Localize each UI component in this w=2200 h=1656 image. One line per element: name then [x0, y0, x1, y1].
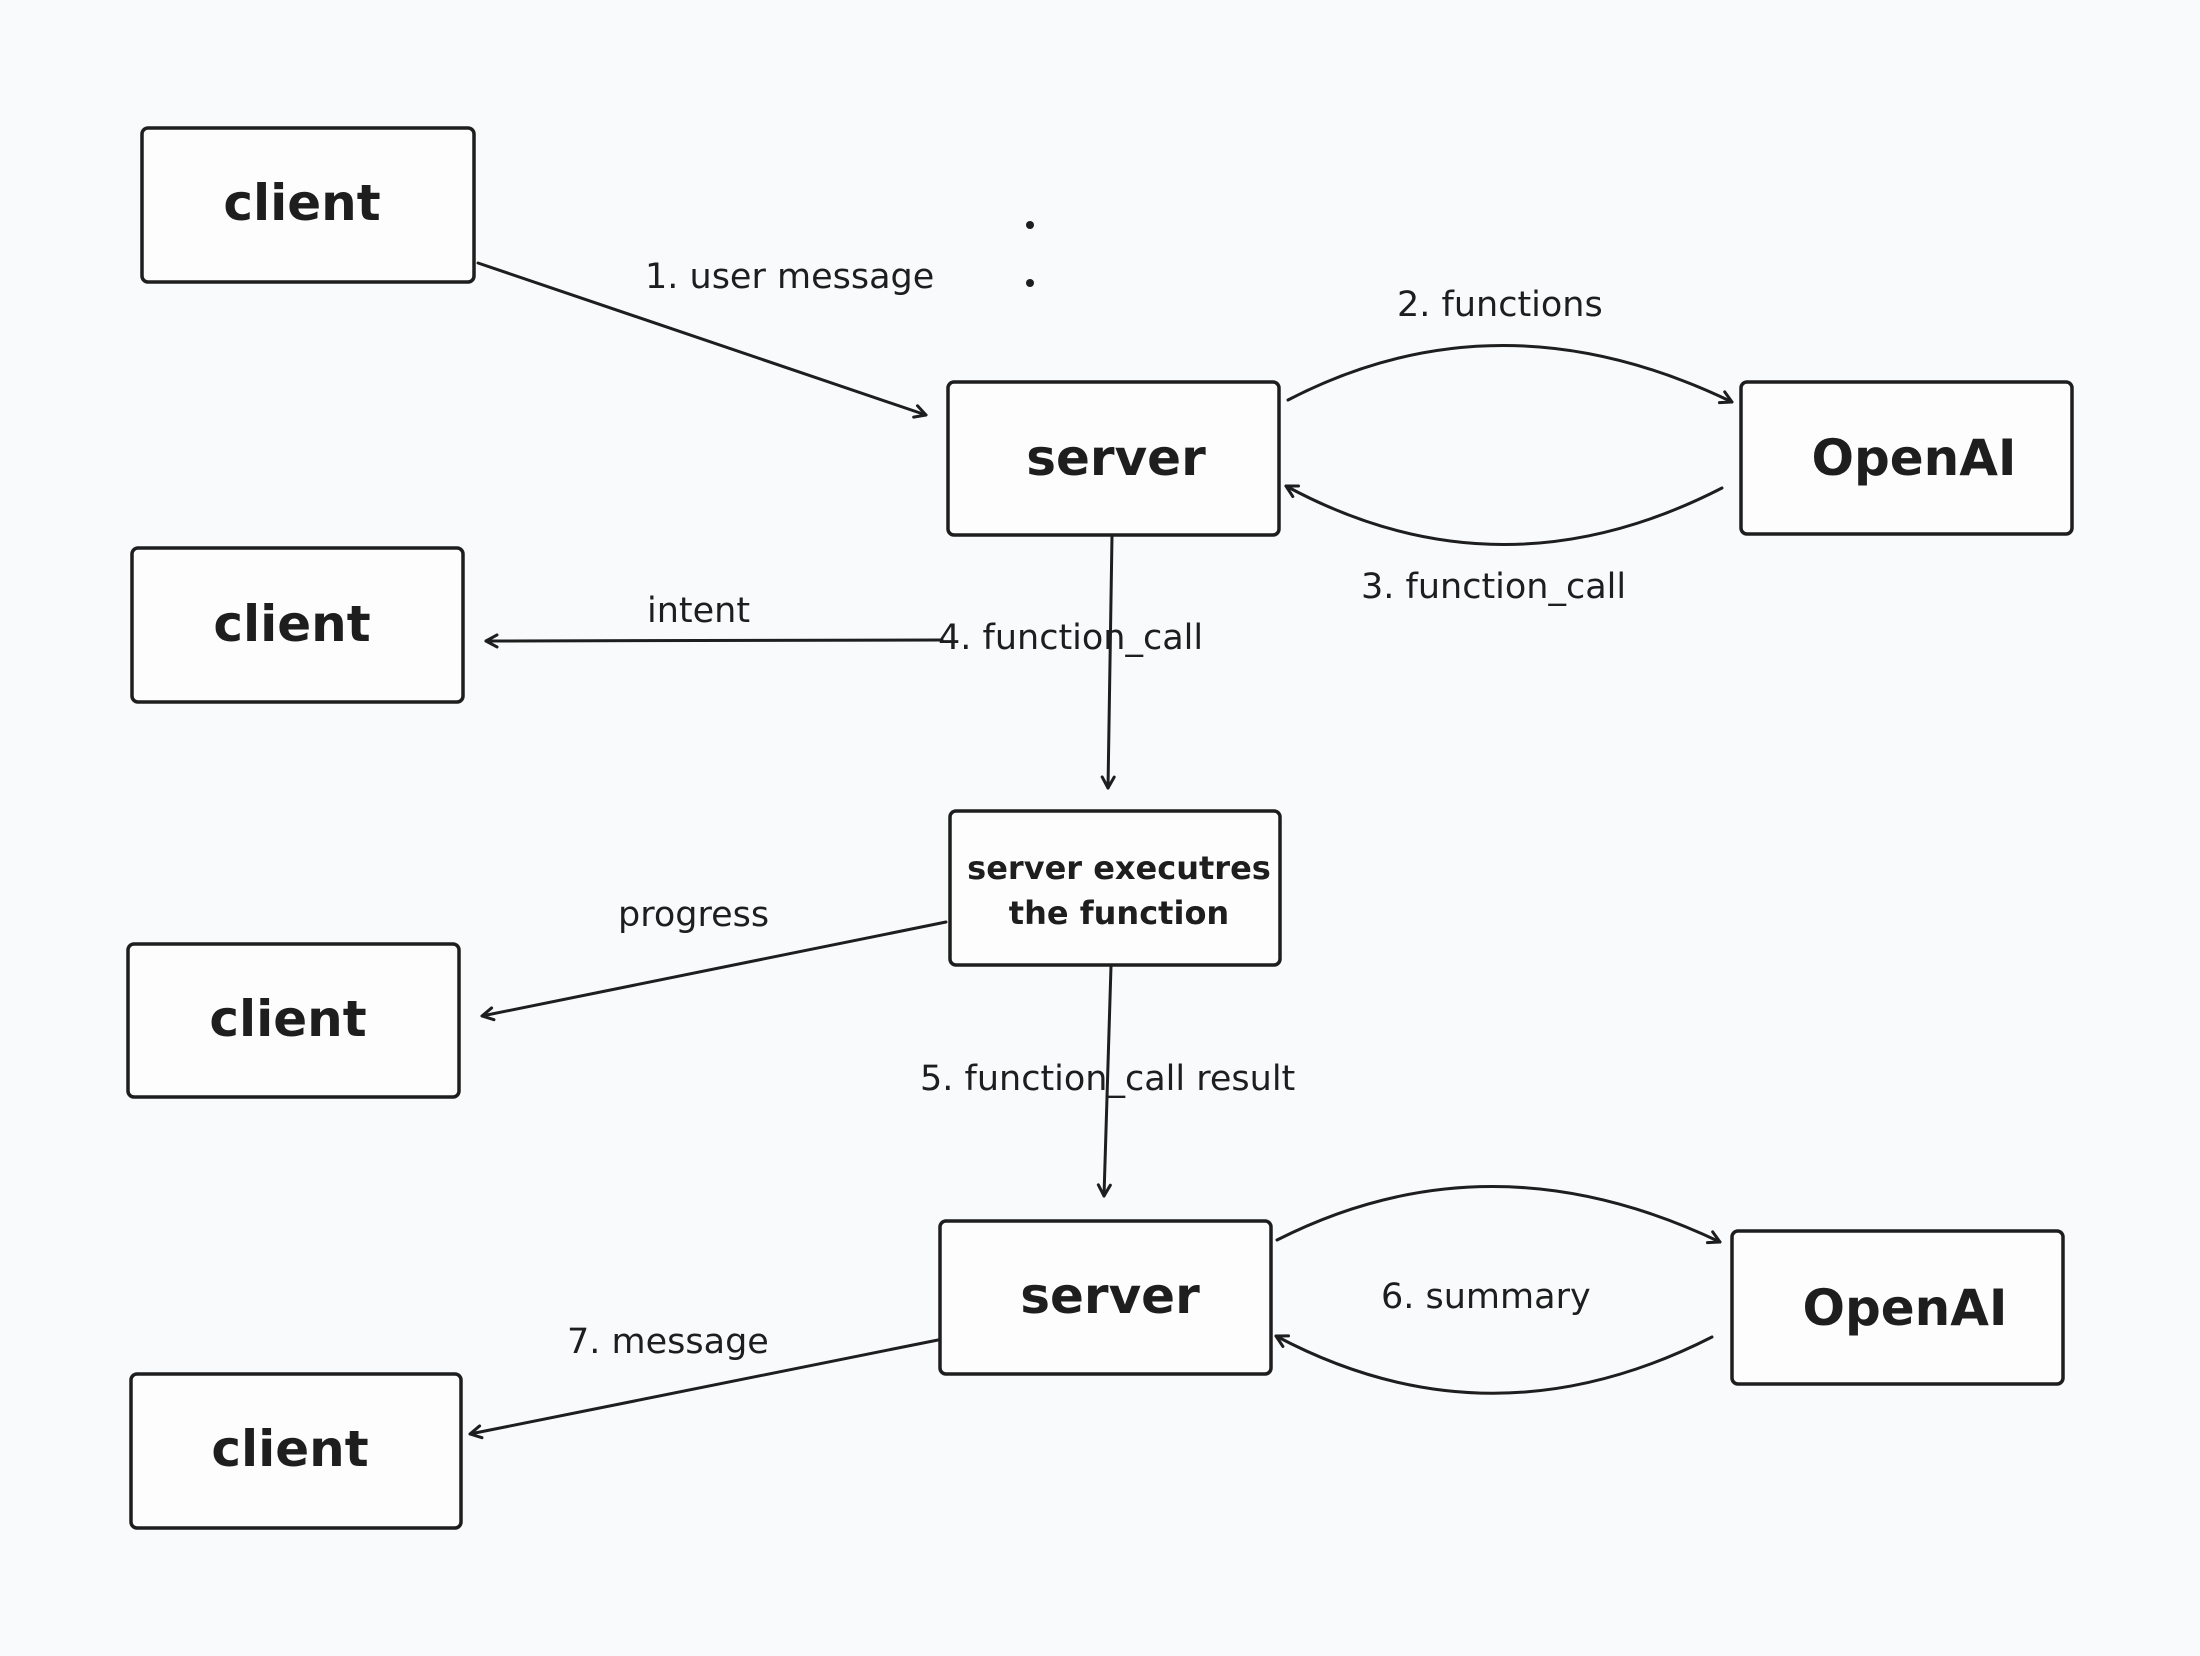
- edge-user-message: [476, 261, 928, 419]
- label-summary: 6. summary: [1381, 1277, 1591, 1317]
- label-progress: progress: [618, 895, 769, 935]
- edge-progress: [480, 920, 948, 1022]
- executor-label-line1: server executres: [967, 849, 1271, 887]
- client-label: client: [213, 595, 370, 653]
- openai-label: OpenAI: [1802, 1279, 2007, 1337]
- edge-summary-out: [1275, 1185, 1722, 1245]
- openai-label: OpenAI: [1811, 429, 2016, 487]
- executor-node[interactable]: server executres the function: [948, 809, 1282, 967]
- label-intent: intent: [647, 591, 750, 631]
- dot-mark: [1026, 279, 1034, 287]
- server-label: server: [1020, 1267, 1200, 1325]
- label-function-call-down: 4. function_call: [938, 618, 1203, 658]
- client-label: client: [223, 174, 380, 232]
- edge-function-call-down: [1100, 534, 1116, 790]
- edge-function-call-return: [1284, 484, 1724, 546]
- label-message: 7. message: [567, 1322, 769, 1362]
- client-node-2[interactable]: client: [130, 546, 465, 704]
- client-label: client: [209, 990, 366, 1048]
- executor-label-line2: the function: [1009, 894, 1229, 932]
- edge-function-call-result: [1096, 964, 1113, 1198]
- label-functions: 2. functions: [1397, 285, 1603, 325]
- server-node-2[interactable]: server: [938, 1219, 1273, 1376]
- client-node-3[interactable]: client: [126, 942, 461, 1099]
- label-function-call-result: 5. function_call result: [920, 1059, 1295, 1099]
- edge-intent: [484, 633, 944, 649]
- client-node-1[interactable]: client: [140, 126, 476, 284]
- server-label: server: [1026, 429, 1206, 487]
- edge-summary-back: [1274, 1334, 1714, 1395]
- dot-mark: [1026, 221, 1034, 229]
- client-label: client: [211, 1420, 368, 1478]
- server-node-1[interactable]: server: [946, 380, 1281, 537]
- edge-functions: [1286, 344, 1734, 405]
- openai-node-1[interactable]: OpenAI: [1739, 380, 2074, 536]
- edge-message: [468, 1338, 940, 1440]
- openai-node-2[interactable]: OpenAI: [1730, 1229, 2065, 1386]
- label-function-call-return: 3. function_call: [1361, 567, 1626, 607]
- client-node-4[interactable]: client: [129, 1372, 463, 1530]
- label-user-message: 1. user message: [645, 257, 934, 297]
